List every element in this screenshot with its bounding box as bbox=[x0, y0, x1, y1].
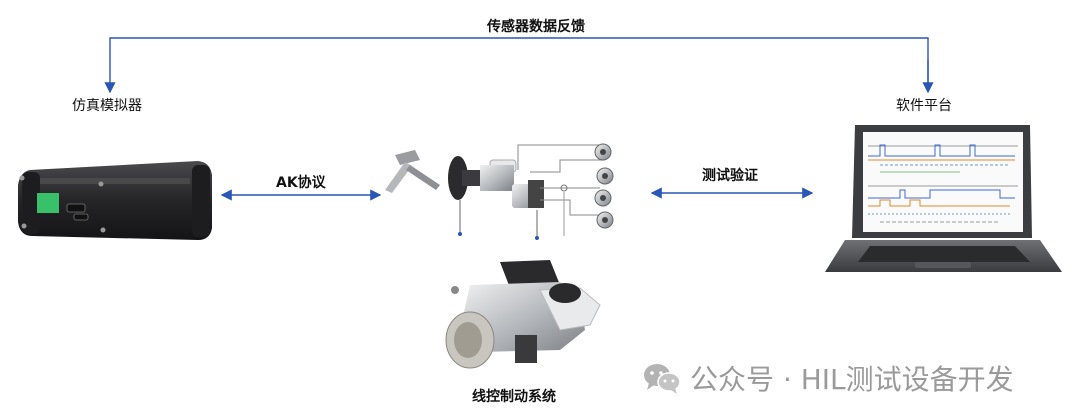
screw-icon bbox=[98, 181, 104, 187]
feedback-label: 传感器数据反馈 bbox=[487, 19, 585, 35]
feedback-loop-line bbox=[104, 37, 929, 94]
watermark-text: 公众号 · HIL测试设备开发 bbox=[690, 363, 1014, 396]
laptop bbox=[825, 125, 1062, 272]
simulator-device bbox=[18, 161, 212, 240]
signal-plot bbox=[868, 144, 1018, 223]
simulator-label: 仿真模拟器 bbox=[72, 98, 142, 114]
wheel-sensor-icon bbox=[596, 167, 614, 185]
screw-icon bbox=[21, 223, 27, 229]
software-platform-label: 软件平台 bbox=[896, 98, 952, 114]
brake-pedal-assembly bbox=[385, 143, 614, 240]
wechat-icon bbox=[644, 364, 681, 394]
screw-icon bbox=[19, 175, 25, 181]
wheel-sensor-icon bbox=[594, 143, 612, 161]
simulator-screen bbox=[37, 193, 59, 213]
wheel-sensor-icon bbox=[596, 211, 614, 229]
test-verify-label: 测试验证 bbox=[702, 168, 758, 184]
screw-icon bbox=[100, 227, 106, 233]
brake-system-label: 线控制动系统 bbox=[472, 389, 556, 405]
brake-by-wire-unit bbox=[445, 260, 601, 369]
wheel-sensor-icon bbox=[594, 189, 612, 207]
ak-protocol-label: AK协议 bbox=[276, 175, 326, 191]
watermark: 公众号 · HIL测试设备开发 bbox=[642, 358, 1014, 398]
